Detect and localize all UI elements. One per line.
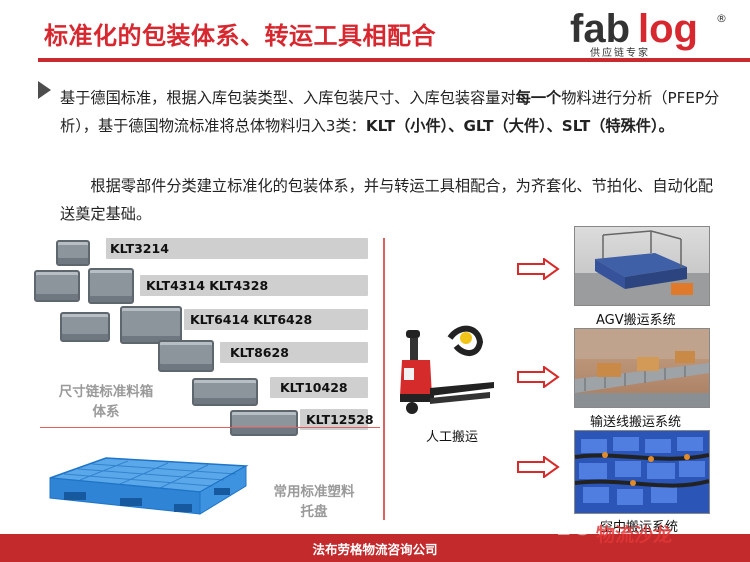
klt-crate-image	[56, 240, 90, 266]
klt-bar-3: KLT6414 KLT6428	[184, 309, 368, 330]
klt-label: KLT12528	[306, 412, 374, 427]
klt-label: KLT4314 KLT4328	[146, 278, 269, 293]
crate-system-line2: 体系	[92, 404, 120, 420]
right-arrow-icon	[516, 365, 560, 389]
klt-crate-image	[120, 306, 182, 344]
agv-system-photo	[574, 226, 710, 306]
intro-text-a: 基于德国标准，根据入库包装类型、入库包装尺寸、入库包装容量对	[60, 89, 516, 107]
right-arrow-icon	[516, 455, 560, 479]
fablog-logo: fab log ® 供应链专家	[568, 4, 738, 60]
footer-bar	[0, 534, 750, 562]
conveyor-system-photo	[574, 328, 710, 408]
klt-crate-image	[230, 410, 298, 436]
klt-crate-image	[158, 340, 214, 372]
crate-system-label: 尺寸链标准料箱 体系	[52, 382, 160, 422]
intro-text-categories: KLT（小件）、GLT（大件）、SLT（特殊件）。	[365, 117, 674, 135]
pallet-label: 常用标准塑料 托盘	[262, 482, 366, 522]
bullet-triangle-icon	[38, 81, 51, 99]
klt-bar-1: KLT3214	[106, 238, 368, 259]
right-arrow-icon	[516, 257, 560, 281]
svg-text:log: log	[638, 7, 698, 51]
klt-bar-2: KLT4314 KLT4328	[140, 275, 368, 296]
foundation-text: 根据零部件分类建立标准化的包装体系，并与转运工具相配合，为齐套化、节拍化、自动化…	[60, 177, 714, 223]
agv-caption: AGV搬运系统	[596, 313, 676, 328]
svg-text:供应链专家: 供应链专家	[590, 46, 650, 59]
svg-text:®: ®	[716, 12, 727, 25]
intro-text-bold: 每一个	[515, 89, 562, 107]
manual-handling-label: 人工搬运	[426, 430, 479, 445]
klt-bar-5: KLT10428	[270, 377, 368, 398]
conveyor-caption: 输送线搬运系统	[590, 415, 682, 430]
page-title: 标准化的包装体系、转运工具相配合	[44, 22, 436, 50]
klt-crate-image	[192, 378, 258, 406]
klt-label: KLT10428	[280, 380, 348, 395]
klt-bar-4: KLT8628	[220, 342, 368, 363]
klt-crate-image	[88, 268, 134, 304]
footer-company: 法布劳格物流咨询公司	[312, 542, 438, 557]
pallet-truck-image	[390, 316, 498, 418]
klt-label: KLT8628	[230, 345, 289, 360]
crate-system-line1: 尺寸链标准料箱	[58, 384, 154, 400]
klt-label: KLT6414 KLT6428	[190, 312, 313, 327]
divider-horizontal	[40, 427, 380, 428]
plastic-pallet-image	[40, 452, 250, 524]
klt-label: KLT3214	[110, 241, 169, 256]
divider-vertical	[383, 238, 385, 520]
klt-bar-6: KLT12528	[300, 409, 374, 430]
klt-crate-image	[60, 312, 110, 342]
watermark-text: 物流沙龙	[596, 524, 673, 546]
klt-crate-image	[34, 270, 80, 302]
svg-text:fab: fab	[570, 7, 630, 51]
overhead-system-photo	[574, 430, 710, 514]
intro-text-b: 物料进行分析（PFEP分析），基于德国物流标准将总体物料归入3类：	[60, 89, 720, 135]
eoc-watermark: EOC	[556, 516, 612, 541]
pallet-line1: 常用标准塑料	[273, 484, 355, 500]
pallet-line2: 托盘	[300, 504, 328, 520]
overhead-caption: 空中搬运系统	[600, 520, 679, 535]
title-underline	[38, 58, 750, 62]
intro-paragraph: 基于德国标准，根据入库包装类型、入库包装尺寸、入库包装容量对每一个物料进行分析（…	[60, 84, 720, 140]
foundation-paragraph: 根据零部件分类建立标准化的包装体系，并与转运工具相配合，为齐套化、节拍化、自动化…	[60, 172, 720, 228]
